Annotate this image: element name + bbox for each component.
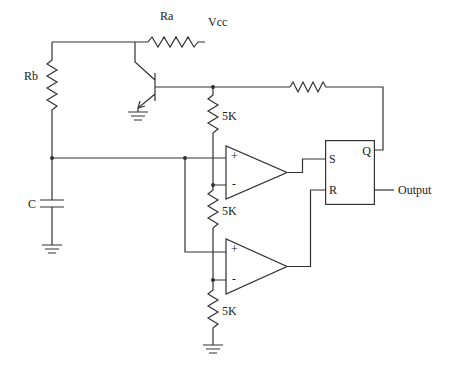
comparator-symbol: +- (225, 238, 288, 295)
wire (40, 158, 64, 245)
resistor-symbol (47, 42, 57, 158)
arrow-head (138, 101, 145, 108)
resistor-symbol (290, 82, 383, 150)
output-label: Output (398, 184, 431, 196)
transistor-symbol (135, 42, 155, 112)
capacitor-label: C (28, 198, 36, 210)
signal-wire (288, 190, 325, 267)
resistor-label: Ra (160, 10, 173, 22)
resistor-symbol (148, 37, 205, 47)
resistor-label: 5K (222, 305, 237, 317)
ground-symbol (42, 245, 62, 253)
resistor-label: 5K (222, 110, 237, 122)
junction-dot (211, 278, 215, 282)
ground-symbol (128, 112, 148, 120)
wire (52, 41, 148, 42)
wire (155, 86, 290, 87)
plus-input: + (231, 243, 238, 255)
junction-dot (50, 156, 54, 160)
plus-input: + (231, 150, 238, 162)
junction-dot (211, 85, 215, 89)
resistor-label: Rb (24, 70, 38, 82)
supply-label: Vcc (208, 16, 227, 28)
minus-input: - (232, 178, 236, 190)
ground-symbol (203, 345, 223, 353)
resistor-label: 5K (222, 205, 237, 217)
comparator-symbol: +- (225, 145, 288, 200)
flip-flop-box: S R Q (325, 140, 375, 205)
q-pin: Q (362, 145, 371, 157)
resistor-symbol (208, 87, 218, 345)
wire (213, 185, 227, 280)
minus-input: - (232, 273, 236, 285)
set-pin: S (329, 153, 336, 165)
junction-dot (211, 183, 215, 187)
wire (52, 158, 227, 252)
signal-wire (288, 159, 325, 173)
wire (375, 189, 394, 190)
reset-pin: R (329, 184, 337, 196)
junction-dot (183, 156, 187, 160)
